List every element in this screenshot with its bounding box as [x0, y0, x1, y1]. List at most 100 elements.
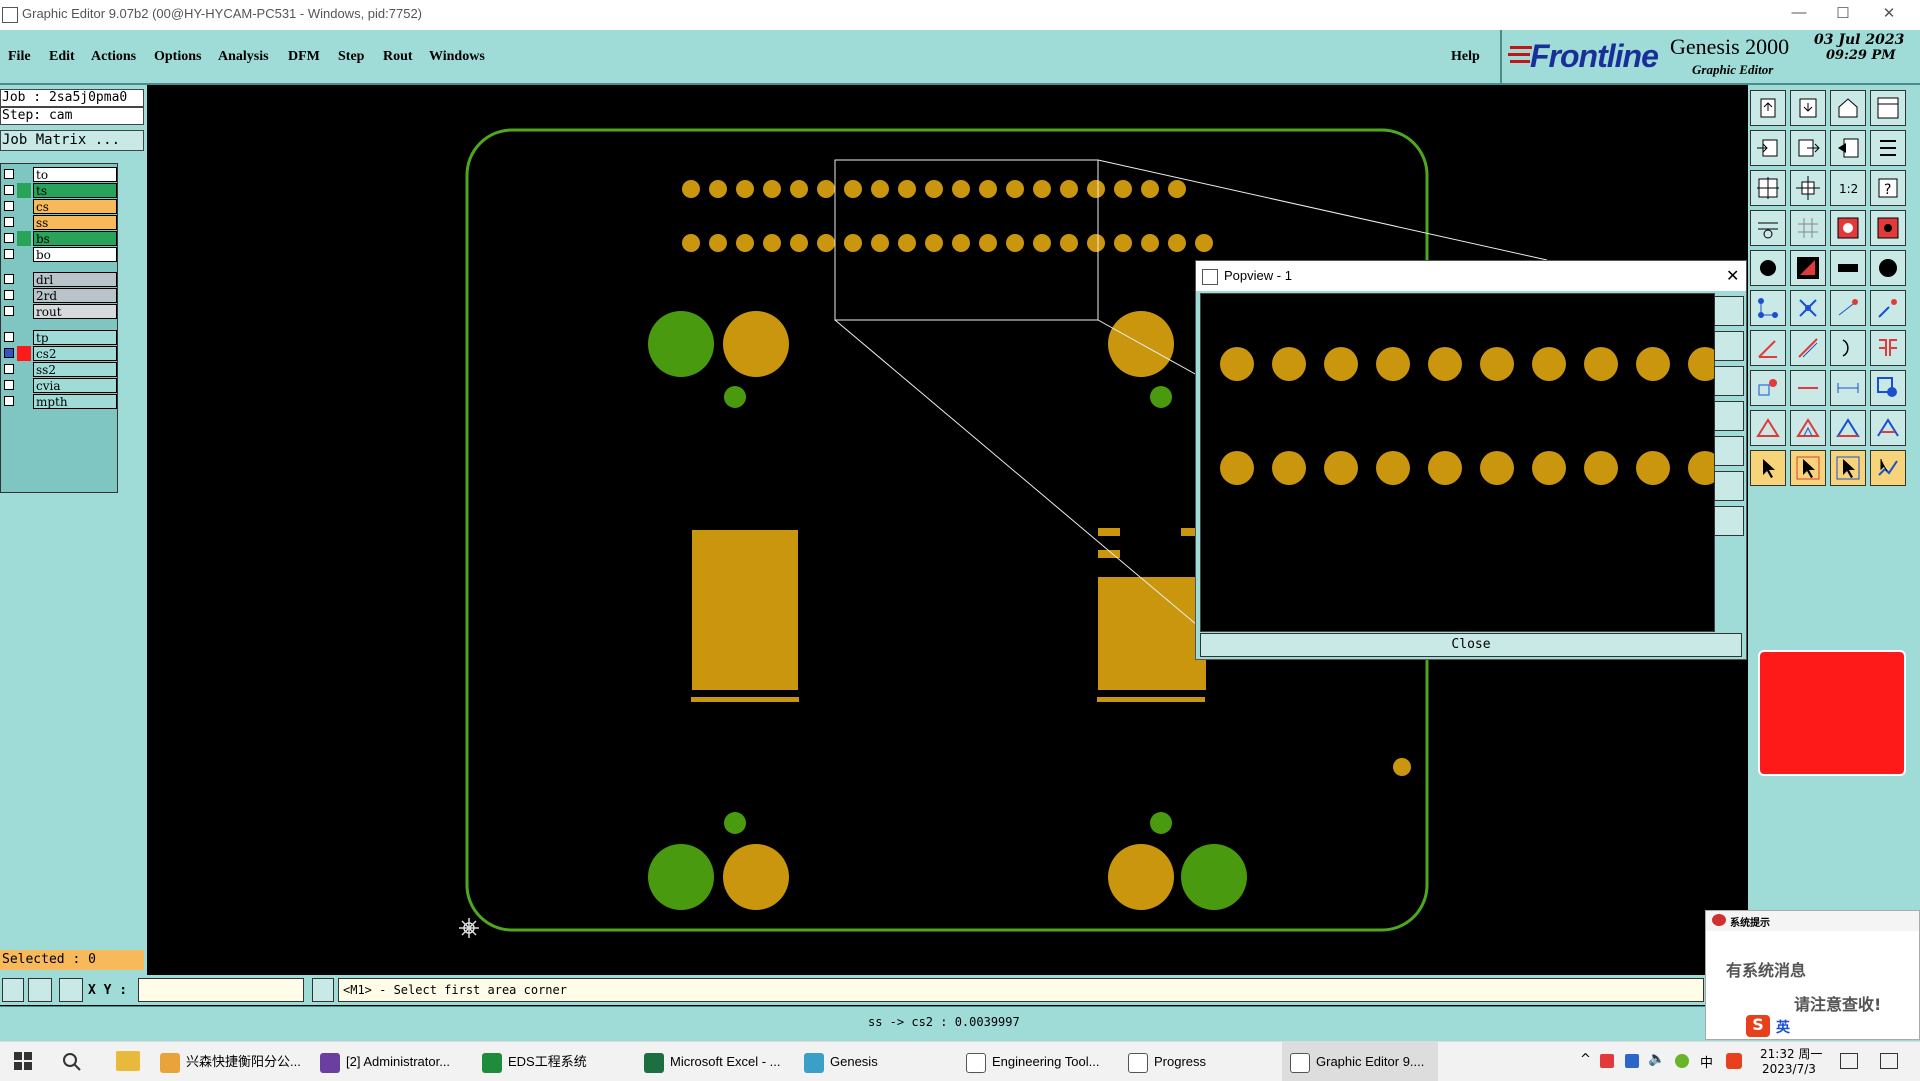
layer-row-drl[interactable]: drl [1, 272, 119, 287]
snap-center-button[interactable] [1870, 210, 1906, 246]
minimize-button[interactable]: — [1791, 4, 1807, 21]
angle-button[interactable] [1750, 330, 1786, 366]
popview-pan-button[interactable] [1714, 366, 1744, 396]
layer-checkbox[interactable] [4, 201, 14, 211]
fill-mode-button[interactable] [1870, 250, 1906, 286]
triangle-blue-button[interactable] [1790, 410, 1826, 446]
layer-checkbox[interactable] [4, 348, 14, 358]
grid-mode-icon[interactable] [59, 978, 83, 1002]
ime-mode[interactable]: 英 [1776, 1020, 1790, 1036]
layer-name[interactable]: tp [33, 330, 117, 345]
layer-checkbox[interactable] [4, 396, 14, 406]
popview-canvas[interactable] [1200, 293, 1715, 632]
layer-name[interactable]: to [33, 167, 117, 182]
help-question-button[interactable]: ? [1870, 170, 1906, 206]
arc-button[interactable] [1830, 330, 1866, 366]
tray-status-icon[interactable] [1675, 1054, 1689, 1068]
job-matrix-button[interactable]: Job Matrix ... [0, 130, 144, 151]
measure-button[interactable] [1750, 210, 1786, 246]
zoom-1to1-button[interactable]: 1:2 [1830, 170, 1866, 206]
popview-zoom-out-button[interactable] [1714, 331, 1744, 361]
close-window-button[interactable]: ✕ [1882, 5, 1896, 22]
xy-input[interactable] [138, 978, 304, 1002]
pad-shape-button[interactable] [1750, 250, 1786, 286]
popview-refresh-button[interactable] [1714, 471, 1744, 501]
menu-dfm[interactable]: DFM [288, 49, 320, 64]
layer-checkbox[interactable] [4, 290, 14, 300]
pointer-button[interactable] [1750, 450, 1786, 486]
zoom-home-button[interactable] [1750, 170, 1786, 206]
snap-button[interactable] [1830, 210, 1866, 246]
window-layout-button[interactable] [1870, 90, 1906, 126]
layer-color-button[interactable] [1790, 250, 1826, 286]
popview-close-button[interactable]: Close [1200, 633, 1742, 657]
shape-edit-button[interactable] [1750, 370, 1786, 406]
popview-fit-button[interactable] [1714, 401, 1744, 431]
tray-chevron-icon[interactable]: ^ [1580, 1052, 1591, 1067]
popview-center-button[interactable] [1714, 506, 1744, 536]
menu-help[interactable]: Help [1451, 49, 1480, 64]
dimension-button[interactable] [1830, 370, 1866, 406]
layer-row-mpth[interactable]: mpth [1, 394, 119, 409]
layer-name[interactable]: mpth [33, 394, 117, 409]
pointer-move-button[interactable] [1870, 450, 1906, 486]
zoom-fit-button[interactable] [1790, 170, 1826, 206]
save-job-button[interactable] [1790, 90, 1826, 126]
layer-checkbox[interactable] [4, 217, 14, 227]
add-arc-button[interactable] [1870, 290, 1906, 326]
layer-checkbox[interactable] [4, 233, 14, 243]
layer-name[interactable]: bs [33, 231, 117, 246]
file-explorer-icon[interactable] [116, 1051, 140, 1071]
layer-checkbox[interactable] [4, 249, 14, 259]
menu-options[interactable]: Options [154, 49, 202, 64]
grid-button[interactable] [1790, 210, 1826, 246]
layer-name[interactable]: ts [33, 183, 117, 198]
search-icon[interactable] [62, 1052, 82, 1072]
taskbar-item-7[interactable]: Progress [1128, 1042, 1278, 1081]
clock-date[interactable]: 2023/7/3 [1762, 1062, 1816, 1076]
tray-network-icon[interactable] [1625, 1054, 1639, 1068]
import-button[interactable] [1750, 130, 1786, 166]
layer-row-ss2[interactable]: ss2 [1, 362, 119, 377]
layer-name[interactable]: rout [33, 304, 117, 319]
popview-zoom-in-button[interactable] [1714, 296, 1744, 326]
layer-row-ts[interactable]: ts [1, 183, 119, 198]
info-icon[interactable] [312, 978, 334, 1002]
clock-time[interactable]: 21:32 周一 [1760, 1047, 1823, 1061]
layer-name[interactable]: drl [33, 272, 117, 287]
layer-checkbox[interactable] [4, 274, 14, 284]
clip-area-button[interactable] [1830, 130, 1866, 166]
mirror-button[interactable] [1870, 330, 1906, 366]
layer-name[interactable]: ss [33, 215, 117, 230]
taskbar-item-3[interactable]: EDS工程系统 [482, 1042, 632, 1081]
open-job-button[interactable] [1750, 90, 1786, 126]
taskbar-item-8[interactable]: Graphic Editor 9.... [1282, 1042, 1438, 1081]
layer-name[interactable]: cvia [33, 378, 117, 393]
taskbar-item-6[interactable]: Engineering Tool... [966, 1042, 1116, 1081]
triangle-button[interactable] [1750, 410, 1786, 446]
layer-row-tp[interactable]: tp [1, 330, 119, 345]
layer-row-rout[interactable]: rout [1, 304, 119, 319]
layer-name[interactable]: cs2 [33, 346, 117, 361]
menu-edit[interactable]: Edit [49, 49, 75, 64]
layer-checkbox[interactable] [4, 169, 14, 179]
layer-checkbox[interactable] [4, 364, 14, 374]
taskbar-item-5[interactable]: Genesis [804, 1042, 954, 1081]
taskbar-item-1[interactable]: 兴森快捷衡阳分公... [160, 1042, 310, 1081]
layer-name[interactable]: 2rd [33, 288, 117, 303]
pointer-select-button[interactable] [1790, 450, 1826, 486]
volume-icon[interactable]: 🔈 [1648, 1051, 1666, 1067]
layer-row-cs[interactable]: cs [1, 199, 119, 214]
layer-name[interactable]: ss2 [33, 362, 117, 377]
export-button[interactable] [1790, 130, 1826, 166]
task-view-icon[interactable] [1840, 1053, 1858, 1069]
triangle-filled-button[interactable] [1830, 410, 1866, 446]
layer-checkbox[interactable] [4, 306, 14, 316]
layer-row-bs[interactable]: bs [1, 231, 119, 246]
home-button[interactable] [1830, 90, 1866, 126]
menu-windows[interactable]: Windows [429, 49, 485, 64]
layer-checkbox[interactable] [4, 185, 14, 195]
sogou-tray-icon[interactable] [1726, 1053, 1742, 1069]
step-list-button[interactable] [1870, 130, 1906, 166]
add-line-button[interactable] [1830, 290, 1866, 326]
